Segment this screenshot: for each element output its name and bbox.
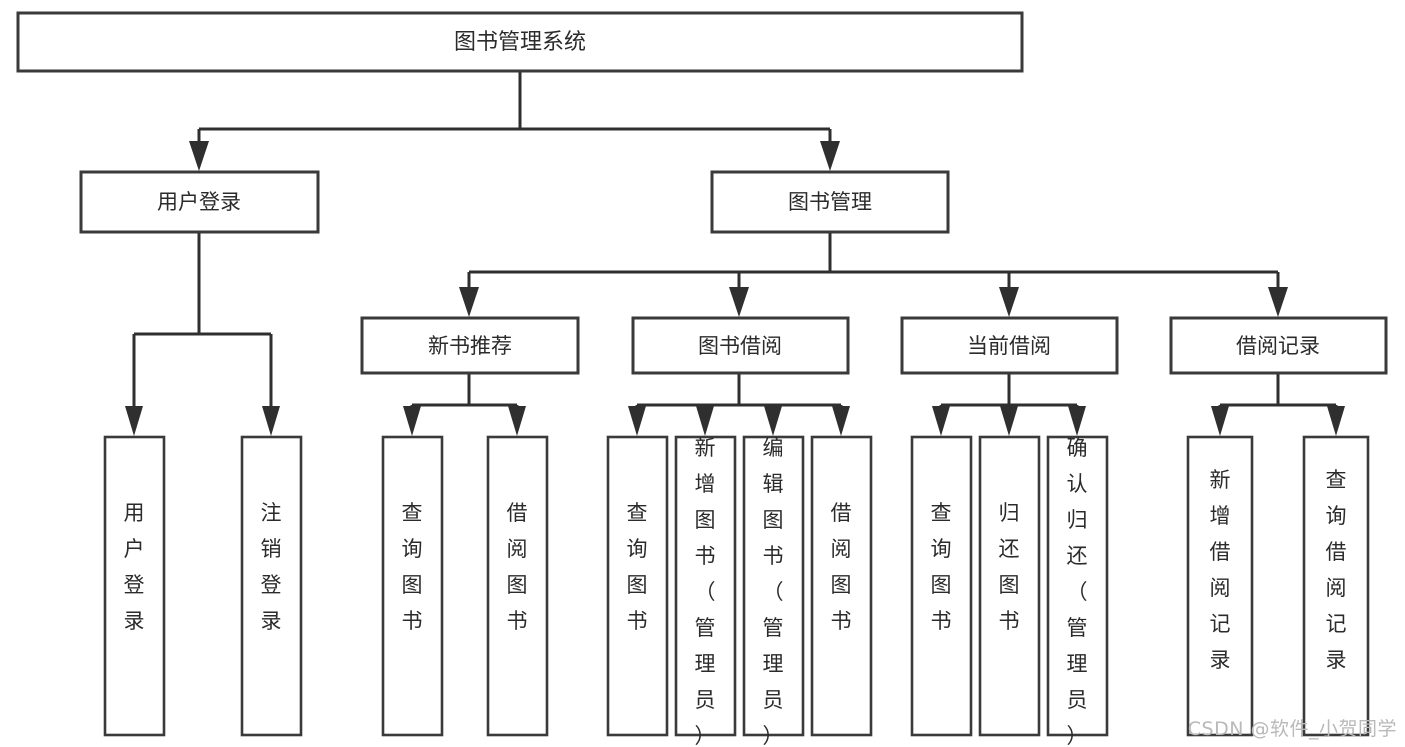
arrow-book-borrow-leaf-4 bbox=[832, 406, 850, 436]
arrow-current-borrow-leaf-3 bbox=[1068, 406, 1086, 436]
node-book-manage-label: 图书管理 bbox=[788, 190, 872, 214]
node-new-book-box[interactable] bbox=[360, 316, 580, 375]
arrow-new-book-leaf-2 bbox=[508, 406, 526, 436]
node-user-login[interactable]: 用户登录 bbox=[79, 170, 320, 234]
leaf-user-login-2-label: 注销登录 bbox=[261, 501, 282, 633]
leaf-book-borrow-2-box[interactable] bbox=[674, 435, 737, 737]
arrow-book-borrow-leaf-2 bbox=[696, 406, 714, 436]
leaf-new-book-2-box[interactable] bbox=[486, 435, 549, 737]
node-current-borrow-box[interactable] bbox=[900, 316, 1119, 375]
leaf-borrow-record-1-label: 新增借阅记录 bbox=[1210, 468, 1231, 672]
leaf-current-borrow-3-label: 确认归还（管理员） bbox=[1067, 436, 1088, 747]
node-borrow-record-box[interactable] bbox=[1169, 316, 1388, 375]
node-borrow-record[interactable]: 借阅记录 bbox=[1169, 316, 1388, 375]
leaf-current-borrow-2-box[interactable] bbox=[978, 435, 1041, 737]
arrow-current-borrow-leaf-1 bbox=[932, 406, 950, 436]
node-root-box[interactable] bbox=[16, 11, 1024, 73]
node-borrow-record-label: 借阅记录 bbox=[1236, 334, 1320, 358]
leaf-new-book-1-label: 查询图书 bbox=[402, 501, 423, 633]
arrow-borrow-record-leaf-1 bbox=[1211, 406, 1229, 436]
leaf-borrow-record-1-box[interactable] bbox=[1186, 435, 1254, 737]
leaf-book-borrow-3-box[interactable] bbox=[742, 435, 805, 737]
leaf-borrow-record-1[interactable]: 新增借阅记录 bbox=[1186, 435, 1254, 737]
leaf-book-borrow-3-label: 编辑图书（管理员） bbox=[763, 436, 784, 747]
arrow-to-current-borrow bbox=[999, 287, 1019, 317]
arrow-borrow-record-leaf-2 bbox=[1327, 406, 1345, 436]
leaf-book-borrow-3[interactable]: 编辑图书（管理员） bbox=[742, 435, 805, 747]
arrow-book-borrow-leaf-3 bbox=[764, 406, 782, 436]
connectors-borrow-record bbox=[1211, 373, 1345, 436]
leaf-new-book-2-label: 借阅图书 bbox=[507, 501, 528, 633]
leaf-current-borrow-2-label: 归还图书 bbox=[999, 501, 1020, 633]
connectors-root bbox=[189, 71, 840, 171]
leaf-current-borrow-3[interactable]: 确认归还（管理员） bbox=[1046, 435, 1109, 747]
node-book-manage-box[interactable] bbox=[710, 170, 950, 234]
leaf-borrow-record-2[interactable]: 查询借阅记录 bbox=[1302, 435, 1370, 737]
leaf-book-borrow-4-box[interactable] bbox=[810, 435, 873, 737]
leaf-book-borrow-1-box[interactable] bbox=[606, 435, 669, 737]
leaf-book-borrow-2-label: 新增图书（管理员） bbox=[695, 436, 716, 747]
arrow-to-borrow-record bbox=[1268, 287, 1288, 317]
node-current-borrow[interactable]: 当前借阅 bbox=[900, 316, 1119, 375]
leaf-new-book-2[interactable]: 借阅图书 bbox=[486, 435, 549, 737]
node-current-borrow-label: 当前借阅 bbox=[967, 334, 1051, 358]
arrow-root-to-user-login bbox=[189, 141, 209, 171]
leaf-new-book-1-box[interactable] bbox=[381, 435, 444, 737]
connectors-user-login bbox=[125, 232, 280, 436]
connectors-current-borrow bbox=[932, 373, 1086, 436]
leaf-user-login-1-label: 用户登录 bbox=[124, 501, 145, 633]
leaf-borrow-record-2-label: 查询借阅记录 bbox=[1326, 468, 1347, 672]
node-book-borrow[interactable]: 图书借阅 bbox=[631, 316, 850, 375]
node-new-book-label: 新书推荐 bbox=[428, 334, 512, 358]
leaf-book-borrow-2[interactable]: 新增图书（管理员） bbox=[674, 435, 737, 747]
leaf-current-borrow-1-box[interactable] bbox=[910, 435, 973, 737]
node-book-borrow-box[interactable] bbox=[631, 316, 850, 375]
arrow-user-login-leaf-1 bbox=[125, 406, 143, 436]
leaf-book-borrow-1-label: 查询图书 bbox=[627, 501, 648, 633]
leaf-user-login-1[interactable]: 用户登录 bbox=[103, 435, 166, 737]
arrow-new-book-leaf-1 bbox=[403, 406, 421, 436]
node-user-login-label: 用户登录 bbox=[157, 190, 241, 214]
leaf-borrow-record-2-box[interactable] bbox=[1302, 435, 1370, 737]
leaf-user-login-1-box[interactable] bbox=[103, 435, 166, 737]
leaf-book-borrow-1[interactable]: 查询图书 bbox=[606, 435, 669, 737]
leaf-book-borrow-4[interactable]: 借阅图书 bbox=[810, 435, 873, 737]
arrow-book-borrow-leaf-1 bbox=[628, 406, 646, 436]
arrow-to-new-book bbox=[459, 287, 479, 317]
arrow-root-to-book-manage bbox=[820, 141, 840, 171]
leaf-current-borrow-3-box[interactable] bbox=[1046, 435, 1109, 737]
connectors-book-manage bbox=[459, 232, 1288, 317]
leaf-book-borrow-4-label: 借阅图书 bbox=[831, 501, 852, 633]
node-user-login-box[interactable] bbox=[79, 170, 320, 234]
leaf-new-book-1[interactable]: 查询图书 bbox=[381, 435, 444, 737]
arrow-current-borrow-leaf-2 bbox=[1000, 406, 1018, 436]
leaf-user-login-2[interactable]: 注销登录 bbox=[240, 435, 303, 737]
node-root-label: 图书管理系统 bbox=[454, 30, 586, 55]
node-root[interactable]: 图书管理系统 bbox=[16, 11, 1024, 73]
leaf-current-borrow-2[interactable]: 归还图书 bbox=[978, 435, 1041, 737]
arrow-to-book-borrow bbox=[729, 287, 749, 317]
leaf-current-borrow-1[interactable]: 查询图书 bbox=[910, 435, 973, 737]
node-new-book[interactable]: 新书推荐 bbox=[360, 316, 580, 375]
leaf-current-borrow-1-label: 查询图书 bbox=[931, 501, 952, 633]
connectors-book-borrow bbox=[628, 373, 850, 436]
node-book-manage[interactable]: 图书管理 bbox=[710, 170, 950, 234]
csdn-watermark: CSDN @软件_小贺同学 bbox=[1187, 718, 1397, 740]
leaf-user-login-2-box[interactable] bbox=[240, 435, 303, 737]
connectors-new-book bbox=[403, 373, 526, 436]
node-book-borrow-label: 图书借阅 bbox=[698, 334, 782, 358]
arrow-user-login-leaf-2 bbox=[262, 406, 280, 436]
